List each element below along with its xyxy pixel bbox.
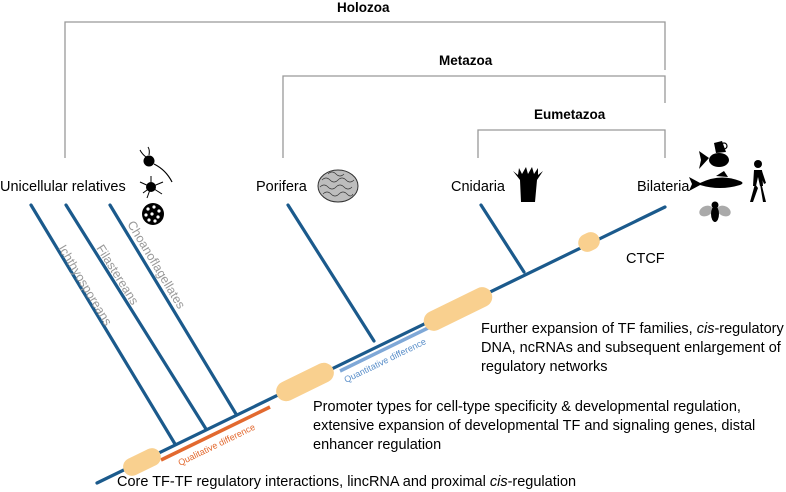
fish-icon — [689, 171, 743, 191]
cnidaria-branch — [479, 203, 526, 274]
human-icon — [750, 160, 766, 202]
promoter-types-marker — [276, 362, 334, 402]
ichthyosporean-icon — [142, 203, 164, 225]
metazoa-label: Metazoa — [439, 53, 493, 68]
further-expansion-text-start: Further expansion of TF families, — [481, 321, 697, 337]
further-expansion-marker — [423, 287, 493, 331]
core-regulation-text-end: -regulation — [507, 474, 577, 490]
ctcf-label: CTCF — [626, 251, 665, 267]
core-regulation-text-cis: cis — [489, 474, 508, 490]
filasterean-branch — [64, 203, 208, 431]
choanoflagellate-icon — [139, 146, 173, 183]
core-regulation-text: Core TF-TF regulatory interactions, linc… — [117, 473, 637, 492]
fly-icon — [699, 201, 731, 222]
choanoflagellate-branch — [108, 203, 238, 416]
main-stem-branch — [95, 205, 667, 485]
metazoa-bracket — [282, 75, 666, 158]
filasterean-icon — [139, 176, 164, 199]
further-expansion-text-cis: cis — [696, 321, 715, 337]
zebrafish-icon — [699, 141, 729, 169]
porifera-branch — [286, 203, 376, 343]
quantitative-difference-bar — [339, 326, 429, 373]
taxon-cnidaria: Cnidaria — [451, 179, 505, 195]
sea-anemone-icon — [513, 167, 543, 202]
further-expansion-text-end: -regulatory DNA, ncRNAs and subsequent e… — [481, 321, 784, 375]
qualitative-difference-bar — [160, 405, 271, 462]
ctcf-marker — [578, 232, 600, 252]
further-expansion-text: Further expansion of TF families, cis-re… — [481, 320, 786, 377]
core-regulation-text-start: Core TF-TF regulatory interactions, linc… — [117, 474, 490, 490]
ichthyosporean-branch — [29, 203, 177, 446]
holozoa-label: Holozoa — [337, 0, 390, 15]
eumetazoa-bracket — [477, 129, 666, 158]
sponge-icon — [317, 169, 359, 203]
core-regulation-marker — [123, 448, 161, 476]
holozoa-bracket — [64, 21, 666, 158]
promoter-types-text: Promoter types for cell-type specificity… — [313, 399, 756, 453]
taxon-unicellular-relatives: Unicellular relatives — [0, 179, 126, 195]
taxon-porifera: Porifera — [256, 179, 307, 195]
taxon-bilateria: Bilateria — [637, 179, 690, 195]
eumetazoa-label: Eumetazoa — [534, 107, 606, 122]
